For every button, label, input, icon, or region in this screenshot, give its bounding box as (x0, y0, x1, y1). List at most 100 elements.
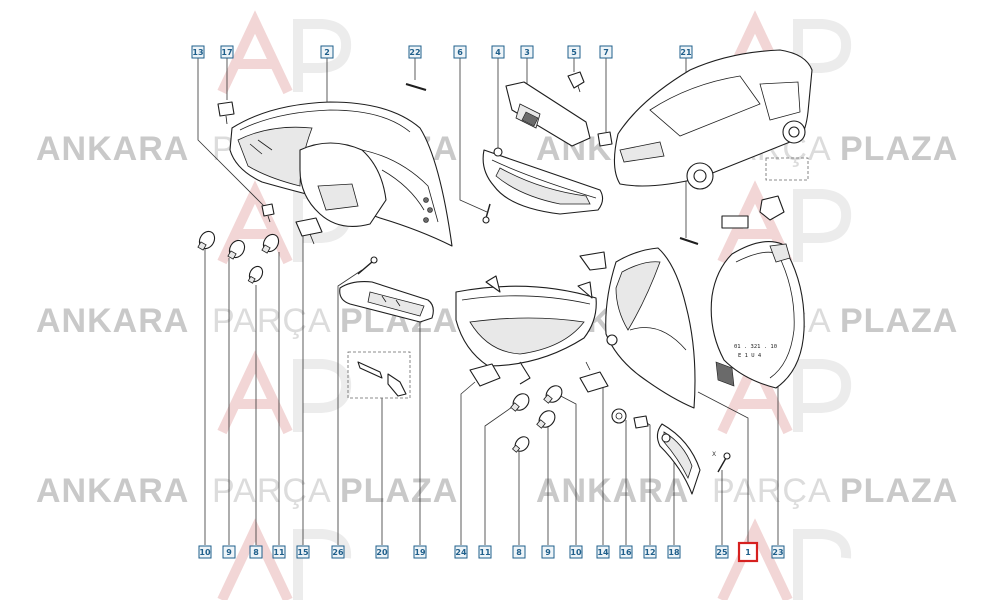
callout-number: 8 (253, 548, 259, 557)
side-marker-part-19[interactable] (339, 281, 434, 323)
callout-11[interactable]: 11 (478, 545, 492, 559)
rear-lamp-part-24[interactable] (455, 275, 597, 387)
callout-9[interactable]: 9 (222, 545, 236, 559)
bulb-part-10-mid[interactable] (543, 383, 565, 406)
watermark-row-3: ANKARA PARÇA PLAZA ANKARA PARÇA PLAZA (36, 472, 958, 510)
bulb-holder-part-5[interactable] (567, 71, 585, 93)
callout-11[interactable]: 11 (272, 545, 286, 559)
callout-24[interactable]: 24 (454, 545, 468, 559)
watermark-word-plaza: PLAZA (840, 302, 958, 340)
callout-box (191, 45, 205, 59)
callout-number: 24 (455, 548, 467, 557)
callout-20[interactable]: 20 (375, 545, 389, 559)
watermark-word-ankara: ANKARA (36, 130, 189, 168)
bulb-part-11-mid[interactable] (510, 391, 532, 414)
bulb-part-9-mid[interactable] (536, 408, 558, 431)
callout-12[interactable]: 12 (643, 545, 657, 559)
rod-part-21[interactable] (679, 237, 699, 245)
clip-part-7[interactable] (597, 131, 613, 147)
callout-box (272, 545, 286, 559)
callout-box (667, 545, 681, 559)
callout-box (331, 545, 345, 559)
callout-box (512, 545, 526, 559)
callout-number: 23 (772, 548, 783, 557)
callout-number: 9 (545, 548, 551, 557)
watermark-word-parca: PARÇA (712, 472, 832, 510)
screw-part-26[interactable] (357, 256, 378, 275)
tail-lamp-housing-part-2[interactable] (229, 101, 453, 247)
bulb-part-11-left[interactable] (260, 232, 281, 255)
bracket-part-4[interactable] (482, 147, 604, 215)
bolt-part-13[interactable] (261, 203, 275, 223)
bulb-part-9-left[interactable] (226, 238, 247, 261)
callout-box (599, 45, 613, 59)
callout-17[interactable]: 17 (220, 45, 234, 59)
callout-8[interactable]: 8 (512, 545, 526, 559)
callout-number: 25 (716, 548, 728, 557)
callout-9[interactable]: 9 (541, 545, 555, 559)
callout-box (454, 545, 468, 559)
clip-part-17[interactable] (217, 101, 235, 125)
rod-part-22[interactable] (405, 83, 427, 91)
callout-8[interactable]: 8 (249, 545, 263, 559)
callout-10[interactable]: 10 (198, 545, 212, 559)
callout-21[interactable]: 21 (679, 45, 693, 59)
lens-code-line-2: E 1 U 4 (738, 353, 762, 359)
callout-6[interactable]: 6 (453, 45, 467, 59)
connector-part-14[interactable] (579, 361, 609, 393)
callout-25[interactable]: 25 (715, 545, 729, 559)
watermark-word-plaza: PLAZA (840, 130, 958, 168)
small-bulb-near-car[interactable] (721, 195, 785, 229)
callout-23[interactable]: 23 (771, 545, 785, 559)
callout-box (198, 545, 212, 559)
callout-1-selected[interactable]: 1 (737, 541, 759, 563)
light-guide-part-18[interactable] (656, 423, 701, 495)
callout-4[interactable]: 4 (491, 45, 505, 59)
bulb-part-10-left[interactable] (196, 229, 217, 252)
screw-part-6[interactable] (482, 203, 491, 224)
bulb-part-8-mid[interactable] (511, 434, 531, 454)
callout-2[interactable]: 2 (320, 45, 334, 59)
leader-lines (197, 58, 779, 545)
callout-5[interactable]: 5 (567, 45, 581, 59)
watermark: ANKARA PARÇA PLAZA ANKARA PARÇA PLAZA AN… (36, 10, 958, 600)
bulb-part-8-left[interactable] (247, 264, 265, 284)
callout-box (567, 45, 581, 59)
watermark-word-plaza: PLAZA (840, 472, 958, 510)
callout-number: 18 (668, 548, 680, 557)
callout-15[interactable]: 15 (296, 545, 310, 559)
callout-box (249, 545, 263, 559)
grommet-part-16[interactable] (611, 408, 627, 424)
callout-number: 16 (620, 548, 632, 557)
lamp-assembly-part-1[interactable] (579, 247, 696, 409)
callout-19[interactable]: 19 (413, 545, 427, 559)
watermark-word-parca: PARÇA (212, 302, 332, 340)
callout-18[interactable]: 18 (667, 545, 681, 559)
callout-box (569, 545, 583, 559)
callout-3[interactable]: 3 (520, 45, 534, 59)
callout-box (413, 545, 427, 559)
callout-box (222, 545, 236, 559)
lens-part-23[interactable]: 01 . 321 . 10 E 1 U 4 (710, 241, 805, 389)
bolt-part-12[interactable] (633, 415, 649, 429)
callout-10[interactable]: 10 (569, 545, 583, 559)
callout-26[interactable]: 26 (331, 545, 345, 559)
callout-22[interactable]: 22 (408, 45, 422, 59)
callout-number: 7 (603, 48, 609, 57)
lamp-part-3[interactable] (505, 81, 591, 147)
callout-number: 20 (376, 548, 388, 557)
callout-number: 19 (414, 548, 426, 557)
screw-mark-label: X (712, 451, 716, 458)
connector-part-15[interactable] (295, 217, 323, 245)
callout-14[interactable]: 14 (596, 545, 610, 559)
watermark-word-plaza: PLAZA (340, 472, 458, 510)
callout-13[interactable]: 13 (191, 45, 205, 59)
callout-7[interactable]: 7 (599, 45, 613, 59)
callout-16[interactable]: 16 (619, 545, 633, 559)
callout-number: 2 (324, 48, 330, 57)
screw-part-25[interactable]: X (712, 451, 731, 473)
callout-number: 6 (457, 48, 463, 57)
bracket-kit-part-20[interactable] (347, 351, 411, 399)
callout-box (520, 45, 534, 59)
